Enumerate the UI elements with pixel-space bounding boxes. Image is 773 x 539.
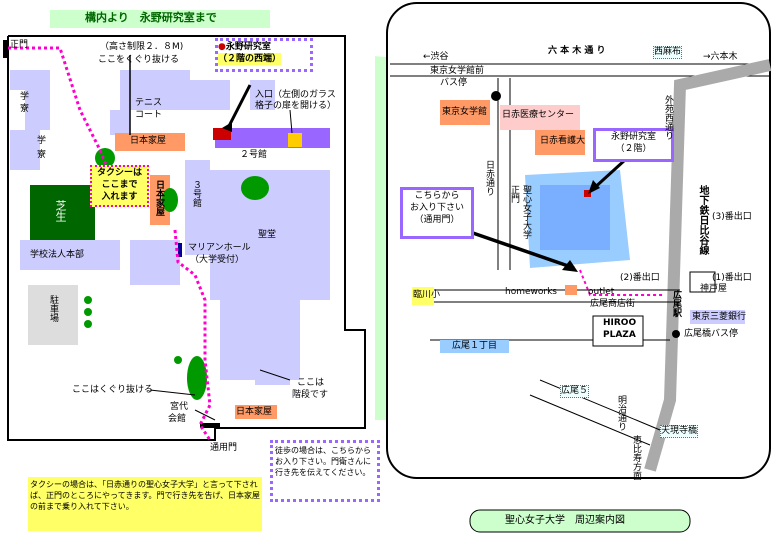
building2-label: ２号館	[240, 150, 268, 160]
homeworks-label: homeworks	[505, 287, 557, 297]
seimon-right-label: 正門	[509, 185, 519, 203]
roppongi-arrow-label: →六本木	[703, 52, 738, 62]
tennis-label: テニス	[135, 98, 163, 108]
lab-name: 永野研究室	[225, 42, 271, 52]
route-service	[173, 229, 212, 441]
building3-label: ３号館	[191, 180, 201, 207]
exit1-label: (1)番出口	[712, 273, 752, 283]
nisseki-kango-label: 日赤看護大	[540, 136, 586, 146]
ebisu-label: 恵比寿方面	[631, 435, 641, 480]
left-map-title: 構内より 永野研究室まで	[85, 11, 217, 24]
kaikan-label: 会館	[168, 414, 187, 424]
lawn-label: 芝生	[54, 200, 67, 222]
nihon-kaoku-top	[115, 133, 185, 151]
court-label: コート	[135, 110, 163, 120]
entrance-note-2: 格子の扉を開ける）	[255, 101, 337, 111]
main-gate-label: 正門	[10, 40, 29, 50]
nishiazabu-label: 西麻布	[653, 46, 683, 59]
taxi-callout: タクシーは ここまで 入れます	[90, 165, 149, 207]
chapel-label: 聖堂	[258, 230, 277, 240]
nihon-kaoku-vertical	[150, 175, 170, 225]
nihon-kaoku-bottom	[235, 405, 277, 419]
gaien-nishi-label: 外苑西通り	[663, 95, 673, 140]
hiroo-shotengai-label: 広尾商店街	[590, 299, 636, 309]
rinsen-label: 臨川小	[413, 290, 441, 300]
entrance-note-1: 入口（左側のガラス	[255, 90, 336, 100]
hiroo-plaza-label-2: PLAZA	[603, 330, 636, 340]
walk-note: 徒歩の場合は、こちらからお入り下さい。門衛さんに行き先を伝えてください。	[270, 440, 380, 502]
dorm-label-1: 学	[20, 92, 30, 102]
kobe-ya-label: 神戸屋	[700, 284, 728, 294]
marian-hall-sub-label: （大学受付）	[190, 255, 245, 265]
route-gate	[8, 46, 112, 176]
height-limit-label: （高さ制限２．８M)	[100, 42, 184, 52]
tokyo-mitsubishi-label: 東京三菱銀行	[692, 312, 747, 322]
caption-box	[469, 509, 691, 533]
service-gate-label: 通用門	[210, 443, 238, 453]
enter-callout: こちらから お入り下さい （通用門）	[400, 187, 474, 239]
title-bar	[50, 10, 270, 28]
lab-floor: （２階の西端）	[218, 53, 282, 65]
nihon-kaoku-vertical-label: 日本家屋	[154, 180, 164, 216]
meiji-dori-label: 明治通り	[616, 395, 626, 431]
main-gate-marker	[3, 40, 8, 58]
tjg-bus-label-2: バス停	[440, 78, 468, 88]
nisseki-center-label: 日赤医療センター	[502, 110, 575, 120]
subway-label: 地下鉄日比谷線	[697, 185, 708, 255]
corp-hq-label: 学校法人本部	[30, 250, 85, 260]
enter-line-1: こちらから	[414, 191, 460, 201]
hiroo5-label: 広尾５	[560, 385, 590, 398]
caption: 聖心女子大学 周辺案内図	[505, 515, 625, 526]
pass-under-label: ここをくぐり抜ける	[98, 55, 180, 65]
parking-label: 駐車場	[48, 295, 58, 322]
pass-through-label: ここはくぐり抜ける	[72, 385, 154, 395]
taxi-line-3: 入れます	[101, 192, 138, 202]
lab-callout-right: 永野研究室 （２階）	[593, 128, 674, 162]
taxi-line-2: ここまで	[101, 180, 138, 190]
enter-line-3: （通用門）	[414, 215, 460, 225]
dorm-b-label-2: 寮	[37, 150, 47, 160]
lawn	[30, 185, 95, 240]
parking-lot	[28, 285, 78, 345]
enter-line-2: お入り下さい	[409, 203, 464, 213]
stairs-label-2: 階段です	[292, 390, 329, 400]
lab-callout-left: ●永野研究室 （２階の西端）	[215, 38, 313, 72]
lab-marker-left	[213, 128, 231, 140]
nisseki-dori-label: 日赤通り	[484, 160, 494, 196]
roppongi-dori-label: 六 本 木 通 り	[548, 46, 606, 56]
dorm-label-2: 寮	[20, 104, 30, 114]
building-2	[215, 128, 330, 148]
taxi-line-1: タクシーは	[96, 168, 142, 178]
stairs-label-1: ここは	[297, 378, 325, 388]
marian-hall-label: マリアンホール	[188, 243, 251, 253]
hiroo-plaza-label-1: HIROO	[603, 318, 637, 328]
hiroo-1chome-label: 広尾１丁目	[440, 340, 510, 353]
university-label: 聖心女子大学	[521, 185, 531, 239]
tengenji-label: 天現寺橋	[660, 425, 699, 438]
lab-marker-right	[584, 190, 591, 197]
tokyo-jogakkan-label: 東京女学館	[442, 107, 488, 117]
right-lab-name: 永野研究室	[610, 132, 656, 142]
kyudai-label: 宮代	[170, 402, 189, 412]
dorm-b-label-1: 学	[37, 136, 47, 146]
campus-boundary	[7, 35, 366, 441]
nihon-kaoku-bottom-label: 日本家屋	[236, 407, 273, 417]
hiroo-bus-label: 広尾橋バス停	[684, 329, 739, 339]
exit3-label: (3)番出口	[712, 212, 752, 222]
hiroo-station-label: 広尾駅	[671, 290, 681, 317]
exit2-label: (2)番出口	[620, 273, 660, 283]
outlet-label: outlet	[588, 287, 615, 297]
tjg-bus-label-1: 東京女学館前	[430, 66, 485, 76]
right-lab-floor: （２階）	[615, 144, 652, 154]
taxi-note: タクシーの場合は、「日赤通りの聖心女子大学」と言って下されば、正門のところにやっ…	[28, 477, 262, 531]
shibuya-label: ←渋谷	[423, 52, 449, 62]
nihon-kaoku-label: 日本家屋	[130, 136, 167, 146]
